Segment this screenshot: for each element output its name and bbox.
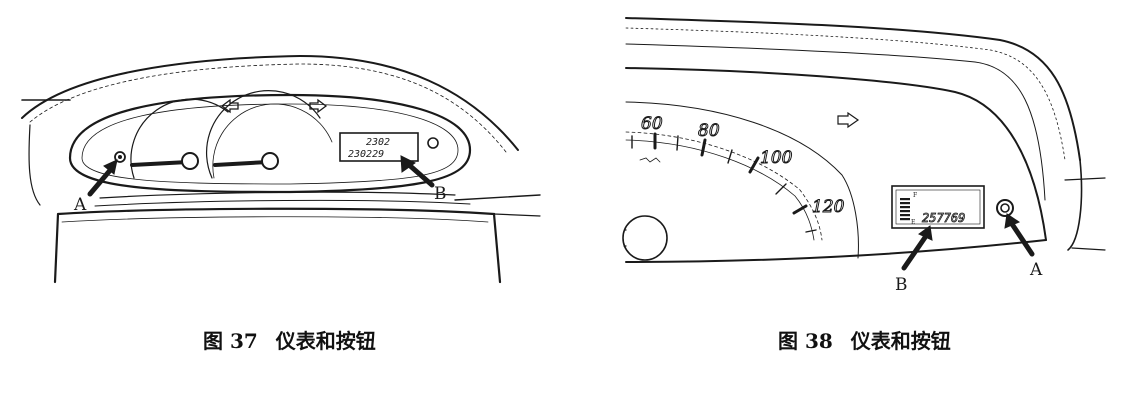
label-b-38: B bbox=[895, 275, 908, 295]
lcd-line2-37: 230229 bbox=[348, 149, 384, 160]
gauge-left-dial-edge bbox=[205, 90, 321, 179]
fuel-gauge-bars bbox=[900, 198, 910, 221]
gauge-left-dial bbox=[130, 98, 229, 179]
speed-label-60: 60 bbox=[641, 114, 663, 134]
speed-label-80: 80 bbox=[698, 121, 720, 141]
pointer-arrow-a-38 bbox=[1009, 221, 1035, 257]
speed-tick bbox=[676, 135, 679, 151]
dash-lower-trim bbox=[99, 191, 456, 199]
lower-knob-stem bbox=[623, 229, 627, 247]
fuel-bar bbox=[900, 210, 910, 213]
fuel-bar bbox=[900, 202, 910, 205]
speed-tick bbox=[775, 183, 787, 195]
pointer-arrowhead-a-38 bbox=[1004, 213, 1021, 229]
dash-top-line-1 bbox=[625, 17, 1081, 161]
pointer-arrow-b-37 bbox=[405, 161, 435, 188]
dash-hood-line bbox=[625, 67, 1047, 241]
right-turn-arrow-icon bbox=[309, 98, 328, 114]
pointer-arrow-b-38 bbox=[901, 233, 929, 271]
label-a-38: A bbox=[1029, 260, 1043, 280]
dash-right-stub-2 bbox=[1071, 247, 1106, 251]
speed-label-100: 100 bbox=[760, 148, 793, 168]
fuel-bar bbox=[900, 206, 910, 209]
console-screen-inner bbox=[61, 216, 489, 223]
cluster-oval-inner bbox=[81, 103, 459, 185]
label-a-37: A bbox=[73, 195, 87, 215]
fuel-bar bbox=[900, 214, 910, 217]
trip-reset-button-dot-37 bbox=[118, 155, 122, 159]
console-screen bbox=[53, 207, 502, 284]
dash-left-edge bbox=[28, 124, 41, 206]
speedo-arc-outer bbox=[625, 101, 859, 259]
lower-knob-38 bbox=[622, 215, 668, 261]
figure-37-caption: 图 37 仪表和按钮 bbox=[203, 325, 376, 354]
dash-hood-outline bbox=[21, 54, 519, 151]
figure-37-number: 图 37 bbox=[203, 329, 258, 353]
unit-scribble bbox=[639, 157, 661, 163]
figure-38: 60 80 100 120 F E 257769 A bbox=[622, 17, 1106, 295]
dash-right-stub bbox=[1064, 177, 1106, 181]
pointer-arrow-a-37 bbox=[87, 165, 115, 197]
figure-37-title: 仪表和按钮 bbox=[275, 329, 376, 353]
dash-top-line-2 bbox=[625, 27, 1066, 161]
pointer-arrowhead-a-37 bbox=[103, 159, 118, 175]
speed-tick bbox=[727, 149, 733, 164]
console-right-line bbox=[493, 213, 541, 217]
turn-arrow-icon bbox=[837, 111, 860, 129]
figure-38-caption: 图 38 仪表和按钮 bbox=[778, 325, 951, 354]
right-gauge-needle bbox=[213, 160, 270, 167]
pointer-arrowhead-b-38 bbox=[918, 225, 933, 241]
lcd-odometer-38: 257769 bbox=[922, 211, 965, 225]
right-gauge-hub bbox=[261, 152, 279, 170]
trip-reset-button-37 bbox=[114, 151, 126, 163]
dash-right-pillar bbox=[1067, 159, 1083, 251]
fuel-bar bbox=[900, 198, 910, 201]
figure-37: 2302 230229 A B bbox=[21, 54, 541, 284]
cluster-bottom-edge bbox=[625, 239, 1047, 263]
speedo-arc-inner bbox=[625, 139, 815, 241]
figure-38-number: 图 38 bbox=[778, 329, 833, 353]
lcd-display-38-inner bbox=[895, 189, 981, 225]
left-gauge-hub bbox=[181, 152, 199, 170]
lcd-display-37 bbox=[339, 132, 419, 162]
fuel-empty-mark: E bbox=[911, 219, 915, 226]
trip-reset-button-38-inner bbox=[1000, 203, 1010, 213]
left-gauge-needle bbox=[130, 160, 190, 167]
pointer-arrowhead-b-37 bbox=[400, 155, 416, 173]
speed-tick bbox=[748, 156, 760, 174]
dash-lower-trim-2 bbox=[94, 199, 471, 207]
speed-tick bbox=[792, 204, 808, 215]
left-turn-arrow-icon bbox=[220, 98, 239, 114]
gauge-right-dial bbox=[212, 103, 333, 179]
fuel-bar bbox=[900, 218, 910, 221]
trip-reset-button-38 bbox=[996, 199, 1014, 217]
dash-top-line-3 bbox=[625, 43, 1046, 201]
dash-hood-inner bbox=[29, 63, 507, 153]
lcd-line1-37: 2302 bbox=[366, 137, 390, 148]
cluster-oval bbox=[68, 93, 472, 194]
speed-tick bbox=[805, 229, 817, 233]
speedo-arc-dashed bbox=[625, 131, 823, 241]
dash-right-edge bbox=[454, 194, 541, 201]
speed-tick bbox=[700, 138, 707, 157]
speed-label-120: 120 bbox=[812, 197, 845, 217]
fuel-full-mark: F bbox=[913, 192, 917, 199]
right-knob-37 bbox=[427, 137, 439, 149]
figure-38-title: 仪表和按钮 bbox=[850, 329, 951, 353]
